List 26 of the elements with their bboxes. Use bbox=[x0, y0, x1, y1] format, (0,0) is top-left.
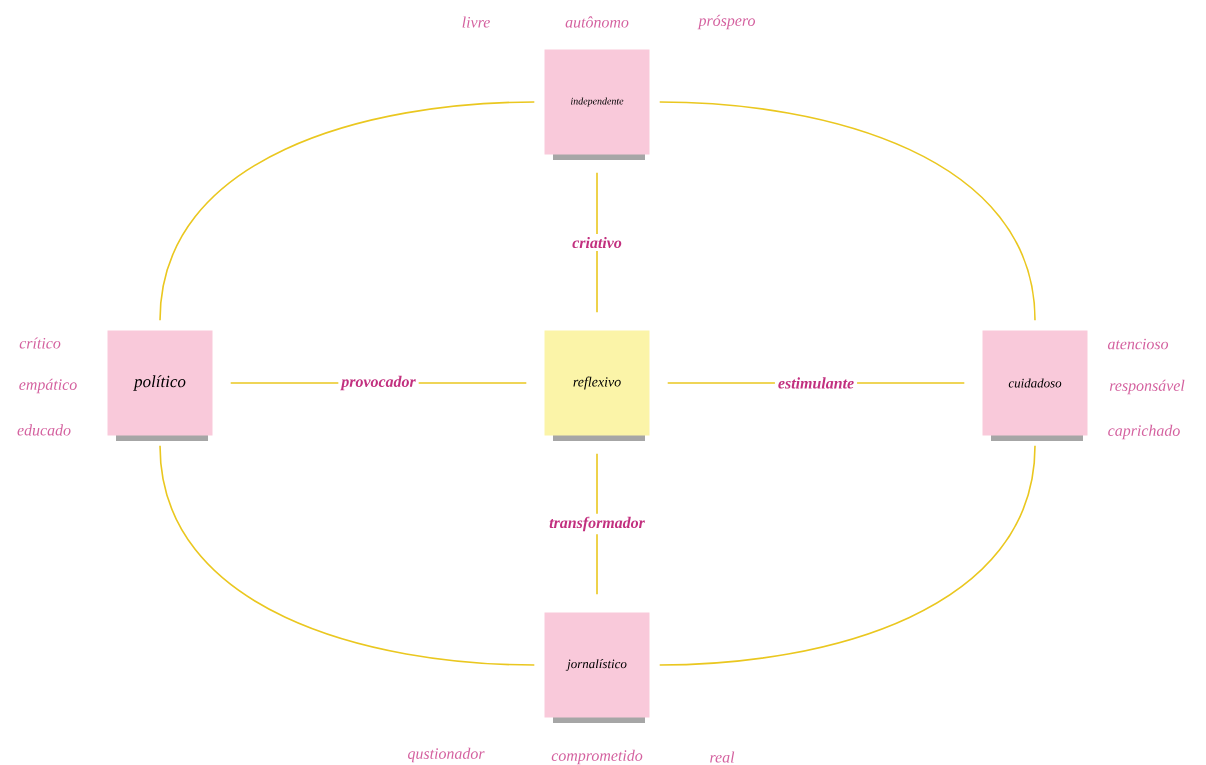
word-label: qustionador bbox=[408, 747, 485, 763]
side-word: próspero bbox=[697, 14, 755, 30]
sticky-note: jornalístico bbox=[544, 612, 650, 723]
connector-line bbox=[596, 171, 598, 314]
sticky-note: independente bbox=[544, 49, 650, 160]
edge-label: provocador bbox=[338, 372, 419, 394]
side-word: caprichado bbox=[1108, 424, 1180, 440]
connector-line bbox=[159, 101, 536, 322]
side-word: crítico bbox=[19, 337, 61, 349]
side-word: educado bbox=[17, 424, 71, 436]
sticky-note: político bbox=[107, 330, 213, 441]
word-label: comprometido bbox=[551, 749, 643, 765]
edge-label: estimulante bbox=[774, 374, 858, 392]
sticky-note: cuidadoso bbox=[982, 330, 1088, 441]
edge-label: transformador bbox=[546, 513, 648, 535]
side-word: empático bbox=[19, 378, 77, 394]
connector-line bbox=[159, 444, 536, 666]
side-word: livre bbox=[462, 16, 490, 28]
connector-line bbox=[658, 444, 1036, 666]
connector-line bbox=[658, 101, 1036, 322]
side-word: atencioso bbox=[1107, 338, 1169, 350]
sticky-note: reflexivo bbox=[544, 330, 650, 441]
side-word: autônomo bbox=[565, 16, 629, 28]
side-word: responsável bbox=[1109, 379, 1185, 395]
word-label: real bbox=[710, 751, 735, 763]
edge-label: criativo bbox=[569, 233, 625, 252]
